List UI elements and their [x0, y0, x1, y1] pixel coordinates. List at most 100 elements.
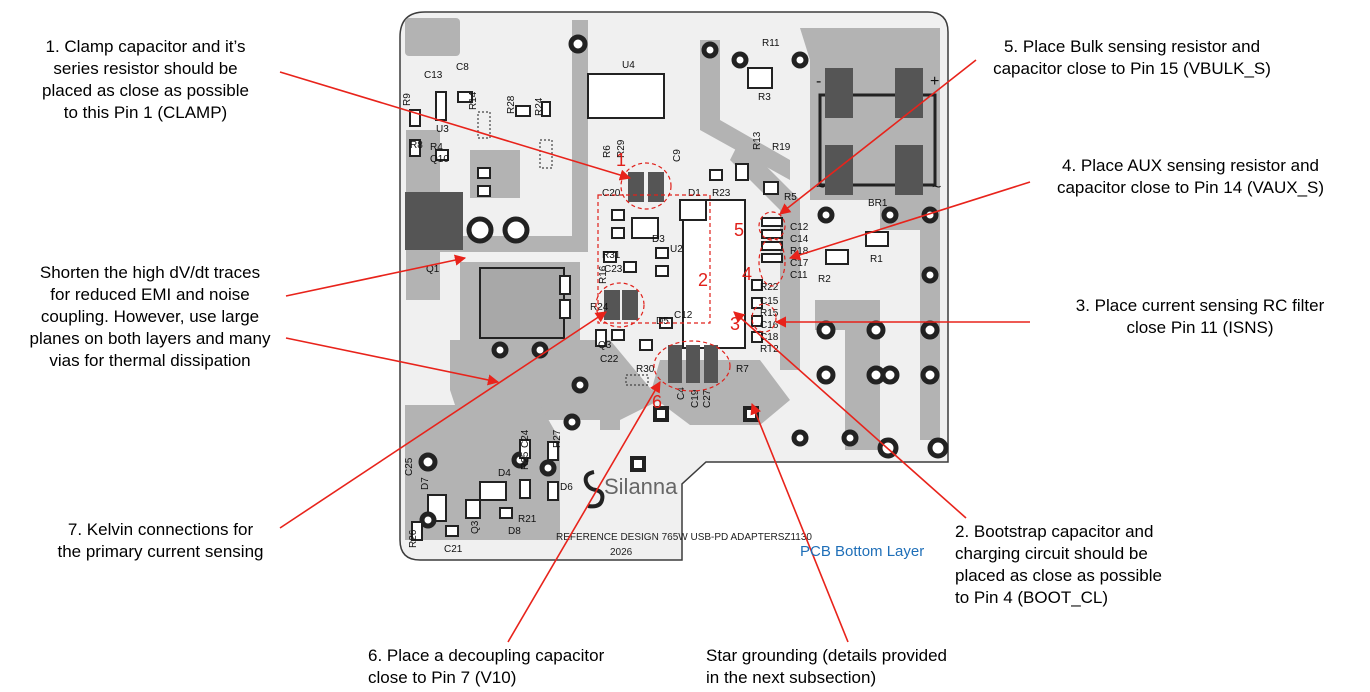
- bridge-rectifier-br1: [818, 93, 937, 187]
- smd-pad: [547, 481, 559, 501]
- smd-pad: [477, 167, 491, 179]
- pad-r3: [747, 67, 773, 89]
- silk-refdes: R29: [616, 139, 627, 158]
- smd-pad: [499, 507, 513, 519]
- silk-refdes: C21: [444, 544, 463, 555]
- bridge-pad-3: [825, 145, 853, 195]
- annotation-star: Star grounding (details provided in the …: [706, 646, 947, 687]
- th-pad: [841, 429, 859, 447]
- silk-refdes: R16: [598, 265, 609, 284]
- silk-refdes: U2: [670, 244, 683, 255]
- th-pad: [491, 341, 509, 359]
- highlight-bootstrap: [597, 194, 711, 324]
- callout-number-2: 2: [698, 270, 708, 290]
- callout-number-6: 6: [652, 392, 662, 412]
- copper-trace-ic-area: [730, 140, 800, 370]
- silk-refdes: R21: [518, 514, 537, 525]
- bridge-polarity-marks: -+~~: [816, 73, 941, 196]
- silk-refdes: R25: [520, 451, 531, 470]
- silk-refdes: R5: [784, 192, 797, 203]
- smd-pad: [655, 265, 669, 277]
- silk-refdes: R31: [602, 250, 621, 261]
- smd-pad: [595, 329, 607, 347]
- copper-trace-right-top: [800, 28, 940, 60]
- copper-plane-q1: [406, 250, 440, 300]
- silk-refdes: C11: [790, 270, 808, 281]
- th-pad: [466, 216, 494, 244]
- bridge-pad-1: [825, 68, 853, 118]
- annotation-decoupling: 6. Place a decoupling capacitor close to…: [368, 646, 605, 687]
- callout-line-bootstrap: [733, 311, 967, 519]
- callout-line-dvdt-1: [285, 254, 467, 297]
- th-pad: [568, 34, 588, 54]
- annotation-bulk: 5. Place Bulk sensing resistor and capac…: [993, 37, 1271, 78]
- callout-line-clamp: [279, 71, 632, 181]
- silk-refdes: C19: [690, 389, 701, 408]
- silk-refdes: C24: [520, 429, 531, 448]
- th-pad: [791, 429, 809, 447]
- bridge-pad-4: [895, 145, 923, 195]
- smd-pad: [519, 439, 531, 459]
- th-pad: [816, 365, 836, 385]
- components: [405, 67, 937, 522]
- decap-pad-b: [686, 345, 700, 383]
- silk-refdes: R27: [552, 429, 563, 448]
- smd-pad: [519, 479, 531, 499]
- th-pad: [920, 320, 940, 340]
- silk-refdes: R6: [602, 145, 613, 158]
- silk-refdes: D8: [508, 526, 521, 537]
- bridge-pad-2: [895, 68, 923, 118]
- th-pad: [539, 459, 557, 477]
- smd-pad: [623, 261, 637, 273]
- smd-pad: [639, 339, 653, 351]
- th-pad: [921, 266, 939, 284]
- silk-refdes: C4: [676, 387, 687, 400]
- silk-refdes: R1: [870, 254, 883, 265]
- smd-pad: [411, 521, 423, 541]
- callout-line-kelvin: [279, 311, 607, 529]
- th-pad: [531, 341, 549, 359]
- silk-refdes: C9: [672, 149, 683, 162]
- th-pad: [920, 365, 940, 385]
- decap-pad-c: [704, 345, 718, 383]
- callout-number-5: 5: [734, 220, 744, 240]
- th-pad: [816, 320, 836, 340]
- silk-refdes: R15: [760, 308, 779, 319]
- silk-refdes: R13: [752, 131, 763, 150]
- smd-pad: [735, 163, 749, 181]
- silk-refdes: RT2: [760, 344, 779, 355]
- smd-pad: [709, 169, 723, 181]
- silk-refdes: R11: [762, 38, 780, 49]
- silk-refdes: BR1: [868, 198, 888, 209]
- silk-refdes: D1: [688, 188, 701, 199]
- silk-refdes: R4: [430, 142, 443, 153]
- silk-refdes: C23: [604, 264, 623, 275]
- th-pad: [571, 376, 589, 394]
- silk-refdes: C22: [600, 354, 619, 365]
- silk-refdes: Q3: [470, 520, 481, 534]
- silk-refdes: U4: [622, 60, 635, 71]
- silk-refdes: C27: [702, 389, 713, 408]
- th-pad: [731, 51, 749, 69]
- callout-number-1: 1: [616, 150, 626, 170]
- silk-refdes: C16: [760, 320, 779, 331]
- copper-trace-vertical: [572, 20, 588, 250]
- silk-year: 2026: [610, 547, 633, 558]
- diode-d3: [631, 217, 659, 239]
- smd-pad: [761, 241, 783, 251]
- annotation-isns: 3. Place current sensing RC filter close…: [1075, 296, 1325, 337]
- silk-refdes: R19: [772, 142, 791, 153]
- sense-pad-b: [622, 290, 638, 320]
- copper-plane-top-left: [405, 18, 460, 56]
- silk-refdes: C13: [424, 70, 443, 81]
- decap-pad-a: [668, 345, 682, 383]
- smd-pad: [435, 149, 449, 161]
- copper-trace-bottom-center: [600, 360, 620, 430]
- silk-refdes: C15: [760, 296, 779, 307]
- silk-refdes: R30: [636, 364, 655, 375]
- silk-refdes: R24: [534, 97, 545, 116]
- callout-line-decoupling: [507, 381, 661, 643]
- smd-pads: [409, 91, 889, 541]
- smd-pad: [559, 275, 571, 295]
